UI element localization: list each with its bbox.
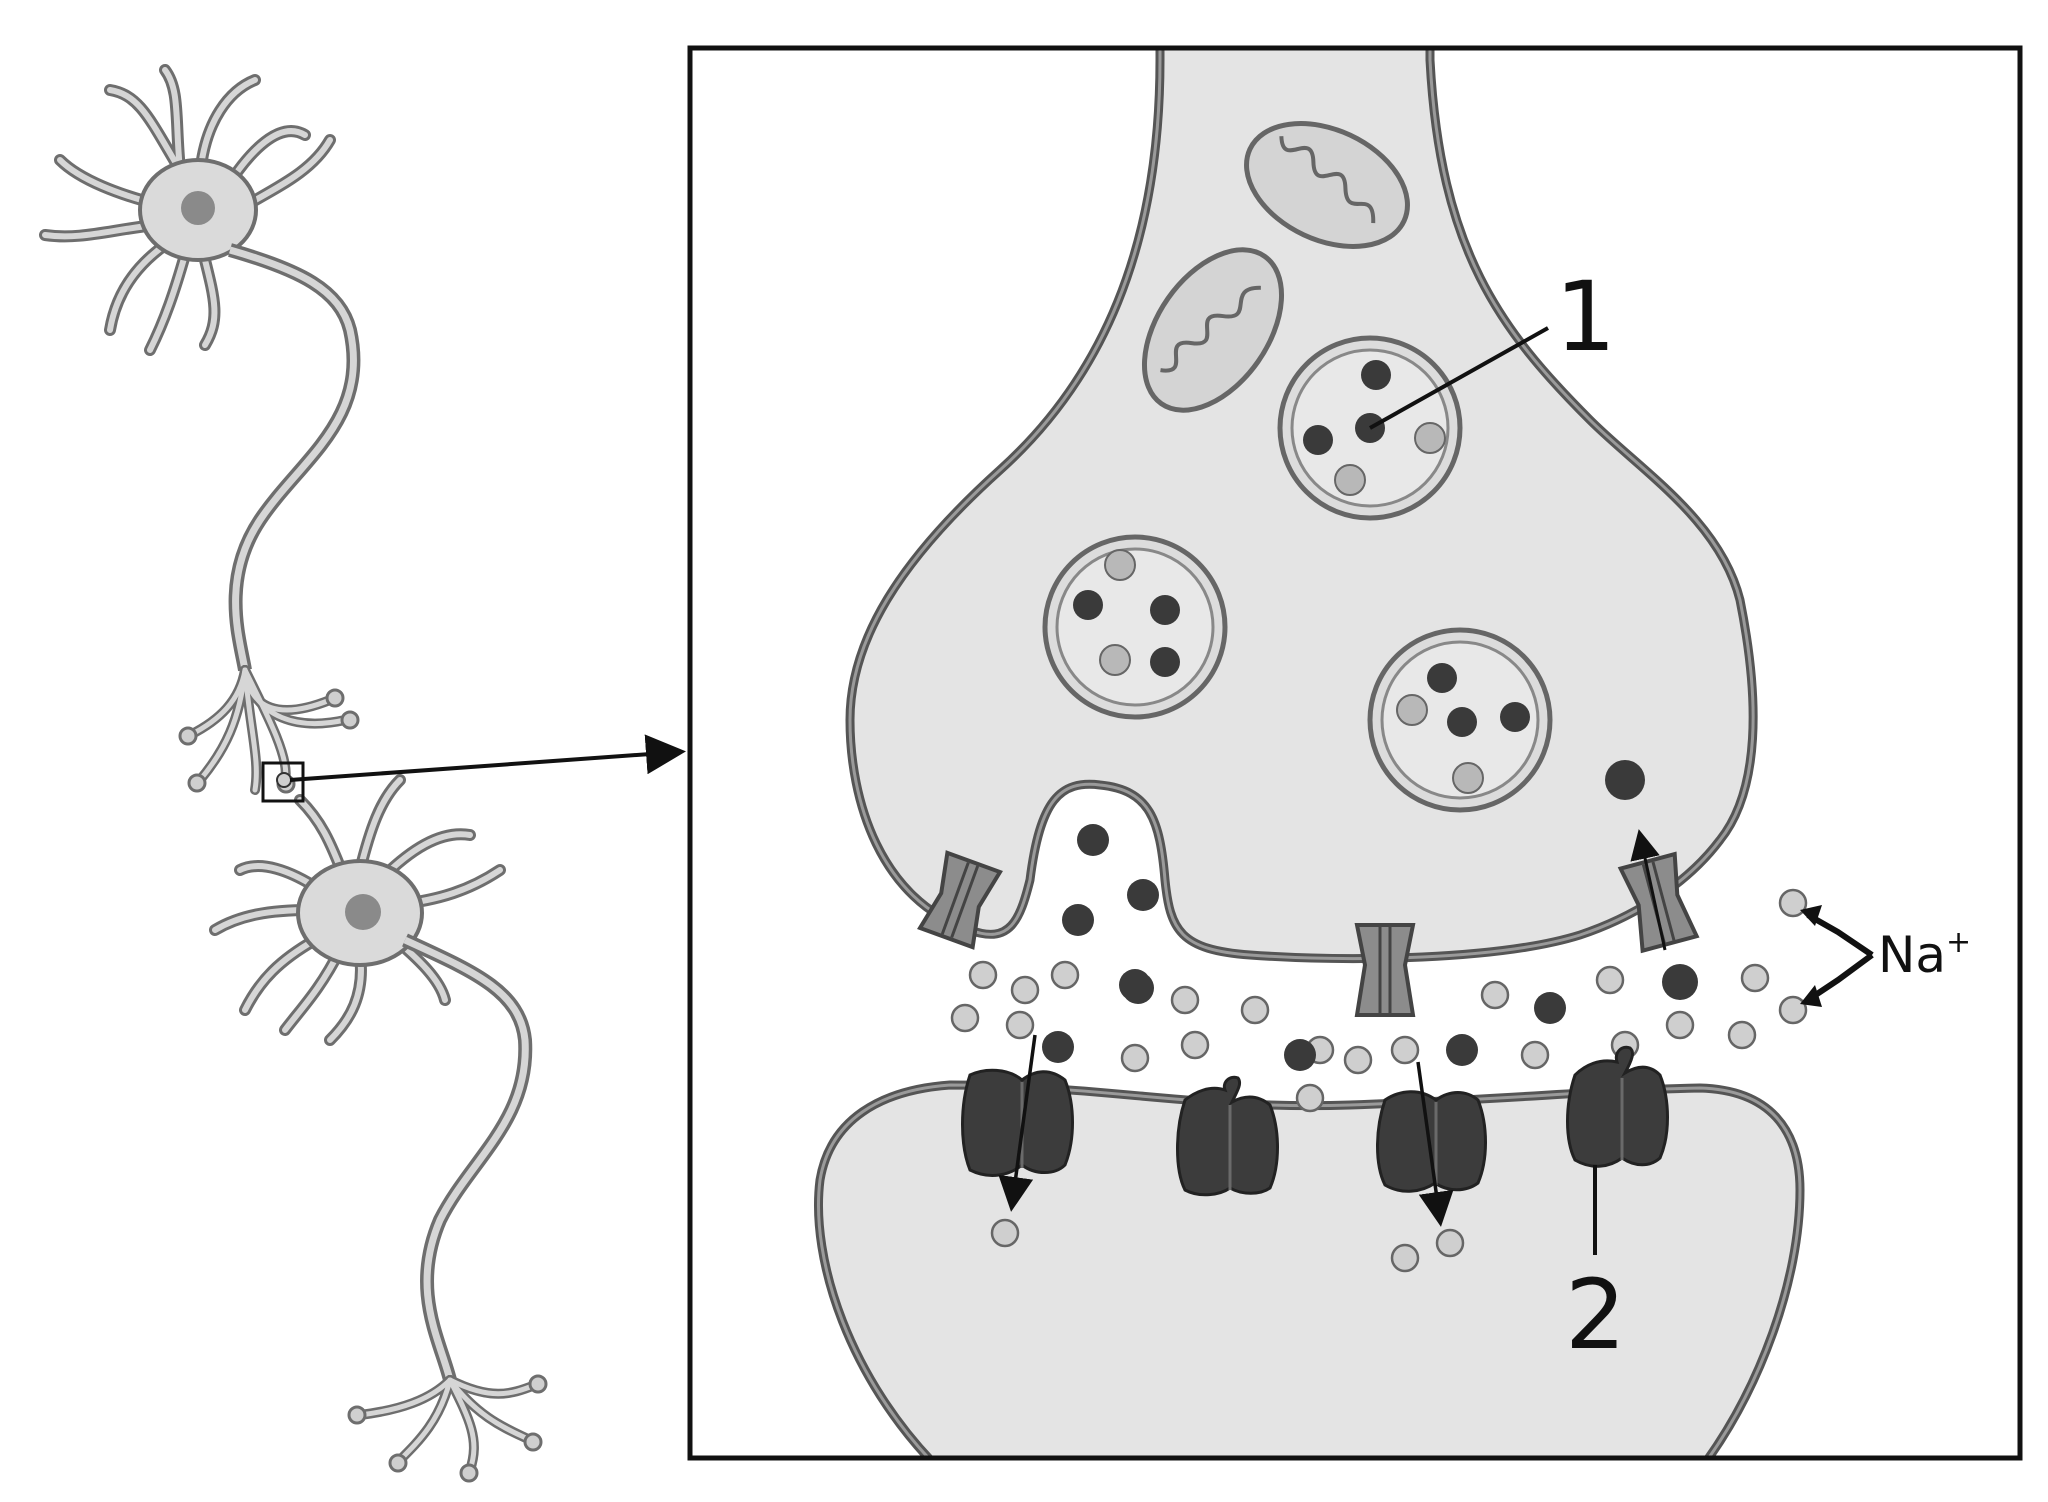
na-ion-lower: [1778, 995, 1808, 1025]
na-ion-upper: [1778, 888, 1808, 918]
mitochondrion-lower: [1141, 247, 1285, 413]
upper-neuron-axon: [228, 243, 361, 672]
mitochondrion-upper: [1244, 121, 1410, 249]
receptor-4: [1566, 1045, 1669, 1168]
reuptake-arrow: [1630, 829, 1667, 951]
terminal-bulbs: [178, 688, 360, 794]
receptor-1: [961, 1031, 1074, 1177]
receptor-2: [1176, 1075, 1279, 1197]
vesicle-2: [1042, 534, 1228, 720]
free-neurotransmitter: [1605, 760, 1645, 800]
zoom-arrow: [289, 734, 686, 782]
label-1-pointer: [1369, 326, 1549, 430]
upper-neuron-nucleus: [181, 191, 215, 225]
label-2: 2: [1565, 1259, 1626, 1371]
axon-terminals-fill: [187, 667, 348, 793]
presynaptic-channel-left: [917, 850, 1003, 950]
label-1: 1: [1555, 261, 1616, 373]
presynaptic-channel-middle: [1354, 923, 1416, 1017]
receptor-3: [1376, 1034, 1487, 1193]
cleft-ions: [950, 960, 1770, 1113]
cleft-neurotransmitters: [1122, 964, 1698, 1071]
na-ion-callout: Na+: [1778, 888, 1971, 1025]
lower-axon-terminals-fill: [357, 1377, 538, 1473]
vesicle-3: [1367, 627, 1553, 813]
axon-terminals: [185, 665, 350, 795]
zoom-region-box: [261, 761, 305, 803]
lower-neuron-axon: [402, 933, 533, 1382]
lower-neuron-nucleus: [345, 894, 381, 930]
upper-neuron-dendrites-fill: [42, 67, 333, 353]
na-ion-label: Na+: [1878, 925, 1971, 984]
influx-arrow-2: [1416, 1061, 1454, 1227]
influx-arrow-1: [998, 1034, 1037, 1212]
synapse-detail: Na+ 1 2: [687, 45, 2023, 1461]
neuron-diagram: [39, 64, 686, 1483]
detail-frame-border: [687, 45, 2023, 1461]
postsynaptic-ions: [990, 1218, 1465, 1273]
zoom-point: [276, 772, 292, 788]
lower-terminal-bulbs: [347, 1374, 548, 1483]
